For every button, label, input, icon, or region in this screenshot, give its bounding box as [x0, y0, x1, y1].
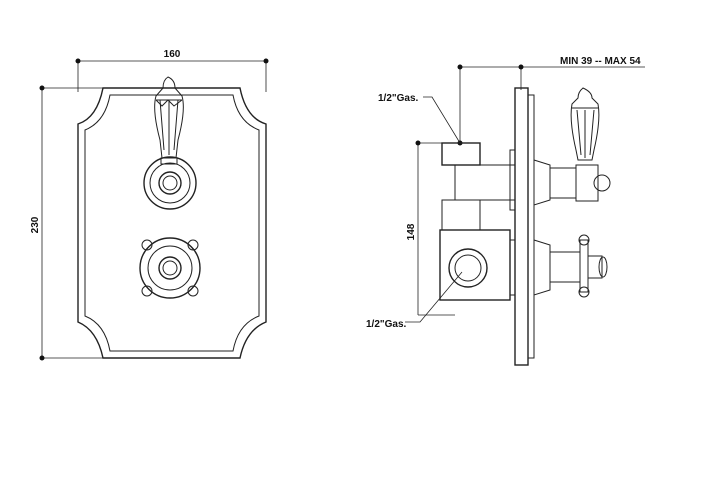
- height-dimension: 230: [30, 85, 170, 361]
- spacing-dimension: 148: [406, 140, 463, 316]
- spacing-dimension-label: 148: [406, 223, 417, 240]
- width-dimension-label: 160: [164, 49, 181, 60]
- side-lever-handle: [533, 87, 611, 206]
- front-view: 160 230: [30, 49, 269, 361]
- top-connection-callout: 1/2"Gas.: [378, 93, 461, 144]
- cover-plate-inner: [84, 94, 260, 352]
- temperature-knob: [143, 156, 197, 210]
- top-connection-label: 1/2"Gas.: [378, 93, 419, 104]
- depth-dimension: MIN 39 -- MAX 54: [457, 56, 645, 143]
- bottom-connection-label: 1/2"Gas.: [366, 319, 407, 330]
- depth-dimension-label: MIN 39 -- MAX 54: [560, 56, 641, 67]
- cover-plate: [77, 87, 267, 359]
- bottom-connection-callout: 1/2"Gas.: [366, 271, 463, 330]
- outlet-port: [448, 248, 488, 288]
- height-dimension-label: 230: [30, 216, 41, 233]
- side-view: MIN 39 -- MAX 54 148 1/2"Gas. 1/2"Gas.: [366, 56, 645, 366]
- side-cross-handle: [533, 234, 608, 298]
- lever-handle: [154, 76, 184, 165]
- valve-body: [439, 142, 516, 301]
- cross-handle: [139, 237, 201, 299]
- wall-plate: [514, 87, 529, 366]
- width-dimension: 160: [75, 49, 269, 92]
